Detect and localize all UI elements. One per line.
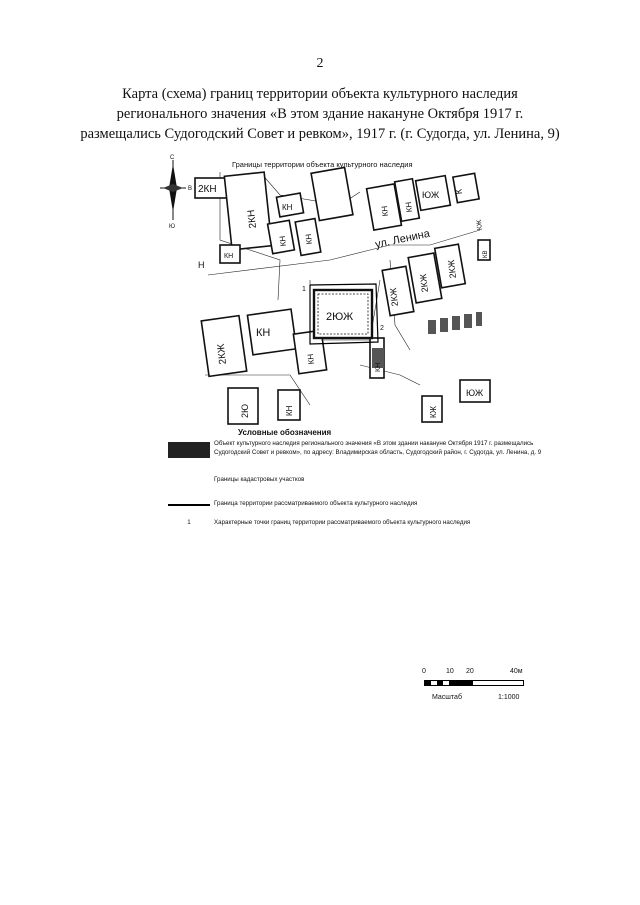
building-label: 2КЖ <box>446 259 458 279</box>
territory-boundary <box>309 283 379 345</box>
building-label: КН <box>375 363 382 372</box>
title-line-2: регионального значения «В этом здание на… <box>116 106 524 122</box>
building-label: 2КЖ <box>388 287 400 307</box>
compass-south: Ю <box>169 224 175 230</box>
building-label: 2КН <box>198 184 217 195</box>
building-label: К <box>453 188 464 195</box>
boundary-point-label: 1 <box>302 286 306 293</box>
building-label: 2КЖ <box>418 273 430 293</box>
document-title: Карта (схема) границ территории объекта … <box>60 84 580 144</box>
map-header: Границы территории объекта культурного н… <box>232 160 413 169</box>
building-label: КН <box>304 233 314 245</box>
building-label: ЮЖ <box>466 388 484 398</box>
scale-bar-graphic <box>424 680 524 686</box>
scale-tick: 0 <box>422 668 426 675</box>
title-line-3: размещались Судогодский Совет и ревком»,… <box>80 126 560 142</box>
page-number: 2 <box>316 56 324 71</box>
building-label: 2ЮЖ <box>326 311 353 323</box>
boundary-point-label: 2 <box>380 325 384 332</box>
building-label: КН <box>306 353 316 365</box>
building-label: ЮЖ <box>422 190 440 200</box>
boundary-points: 1 2 <box>302 286 384 332</box>
building-labels: 2КН 2КН КН КН КН КН КН ЮЖ К КЖ 2ЮЖ 2КЖ 2… <box>198 184 489 418</box>
building-label: КН <box>404 201 414 213</box>
scale-ratio: 1:1000 <box>498 694 520 701</box>
building-label: КВ <box>483 251 489 259</box>
building-label: КН <box>278 235 288 247</box>
scale-tick: 10 <box>446 668 454 675</box>
building-label: 2КЖ <box>216 342 229 364</box>
legend-boundary-line <box>168 504 210 506</box>
building-label: КН <box>380 205 390 217</box>
street-label: ул. Ленина <box>374 227 432 250</box>
building-label: КЖ <box>429 405 438 418</box>
building-label: КЖ <box>476 219 484 231</box>
legend-point-symbol: 1 <box>187 519 191 526</box>
building-label: КН <box>224 253 233 260</box>
legend-heritage-swatch <box>168 442 210 458</box>
title-line-1: Карта (схема) границ территории объекта … <box>122 86 518 102</box>
building-label: 2КН <box>246 209 259 229</box>
building-label: КН <box>285 405 294 416</box>
building-label: КН <box>256 327 270 339</box>
buildings <box>194 166 491 425</box>
compass-east: В <box>188 186 192 192</box>
building-label: КН <box>282 203 293 212</box>
legend-title: Условные обозначения <box>238 428 332 437</box>
hatched-structures <box>372 312 482 368</box>
building-label: Н <box>198 260 205 270</box>
cadastral-map: Границы территории объекта культурного н… <box>160 155 491 425</box>
scale-label: Масштаб <box>432 694 462 701</box>
scale-tick: 20 <box>466 668 474 675</box>
heritage-object <box>312 288 374 340</box>
compass-north: С <box>170 155 175 161</box>
compass-rose-icon: С Ю З В <box>160 155 192 230</box>
building-label: 2Ю <box>240 404 250 418</box>
scale-tick: 40м <box>510 668 523 675</box>
scale-bar: 0 10 20 40м Масштаб 1:1000 <box>420 668 540 708</box>
